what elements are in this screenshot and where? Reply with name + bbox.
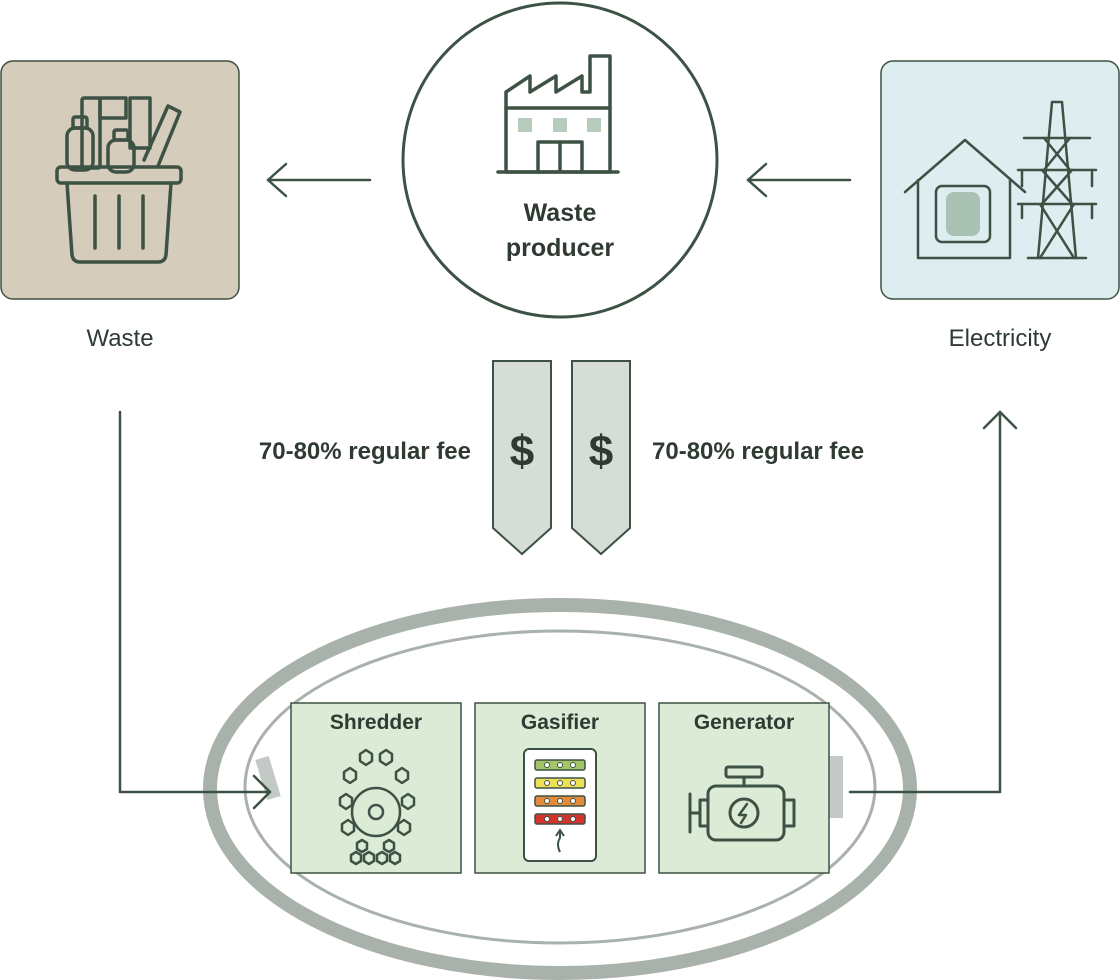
fee-arrow-right: $ (571, 360, 631, 556)
dollar-sign-right: $ (589, 427, 613, 476)
shredder-icon (338, 748, 416, 866)
gasifier-panel-icon (523, 748, 597, 862)
arrow-electricity-to-producer (746, 162, 852, 198)
factory-window (518, 118, 532, 132)
electricity-label: Electricity (949, 325, 1052, 352)
engine-icon (688, 765, 796, 842)
fee-left-label: 70-80% regular fee (259, 438, 471, 465)
trash-bin-icon (55, 96, 183, 264)
gasifier-label: Gasifier (521, 711, 599, 734)
arrow-plant-to-electricity (848, 410, 1018, 794)
waste-label: Waste (86, 325, 153, 352)
watermark-logo (255, 755, 843, 818)
fee-right-label: 70-80% regular fee (652, 438, 864, 465)
arrow-waste-to-plant (118, 410, 272, 810)
factory-window (553, 118, 567, 132)
factory-window (587, 118, 601, 132)
electricity-box (880, 60, 1120, 300)
producer-label-line2: producer (506, 234, 615, 262)
module-generator: Generator (658, 702, 830, 874)
fee-arrow-left: $ (492, 360, 552, 556)
generator-label: Generator (694, 711, 794, 734)
waste-producer-node: Waste producer (401, 1, 719, 319)
shredder-label: Shredder (330, 711, 422, 734)
arrow-producer-to-waste (266, 162, 372, 198)
module-gasifier: Gasifier (474, 702, 646, 874)
waste-box (0, 60, 240, 300)
factory-icon (496, 54, 620, 174)
module-shredder: Shredder (290, 702, 462, 874)
producer-label-line1: Waste (524, 199, 597, 227)
house-power-pylon-icon (903, 100, 1098, 260)
dollar-sign-left: $ (510, 427, 534, 476)
